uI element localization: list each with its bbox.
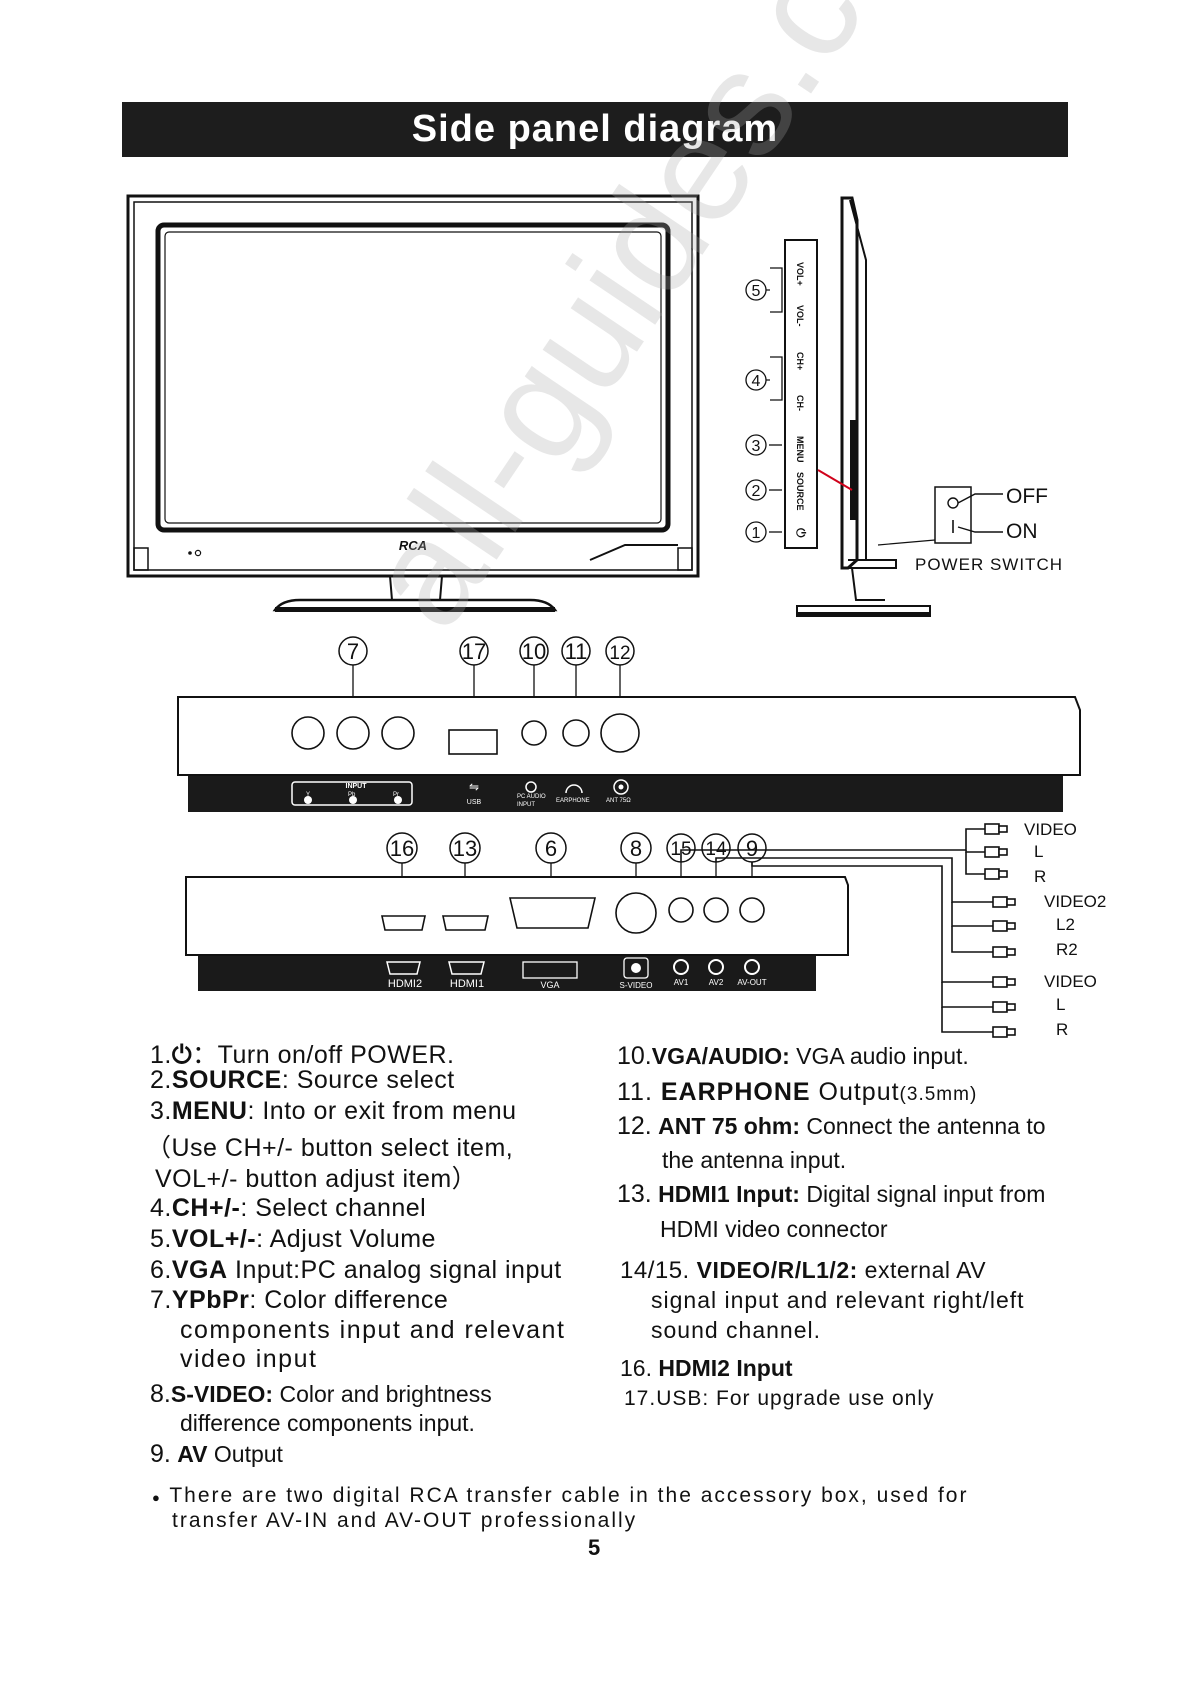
cable-label-l2: L2 <box>1056 915 1075 934</box>
label-pr: Pr <box>393 792 399 798</box>
callout-13: 13 <box>453 836 477 861</box>
callout-11: 11 <box>565 639 588 664</box>
label-ant: ANT 75Ω <box>606 798 631 804</box>
item-7: 7.YPbPr: Color difference <box>150 1286 449 1314</box>
cable-label-r-out: R <box>1056 1020 1068 1039</box>
label-av2: AV2 <box>709 978 724 987</box>
item-2: 2.SOURCE: Source select <box>150 1066 455 1094</box>
label-pc-audio: PC AUDIO <box>517 794 546 800</box>
accessory-note-line-1: ● There are two digital RCA transfer cab… <box>152 1484 969 1507</box>
callout-2: 2 <box>752 483 761 500</box>
label-hdmi2: HDMI2 <box>388 978 422 990</box>
item-13-line-2: HDMI video connector <box>660 1216 888 1242</box>
side-control-strip: VOL+ VOL- CH+ CH- MENU SOURCE ⏻ 5 4 3 2 … <box>745 239 818 549</box>
button-label-vol-plus: VOL+ <box>795 262 805 286</box>
button-label-source: SOURCE <box>795 472 805 511</box>
item-14-15: 14/15. VIDEO/R/L1/2: external AV <box>620 1257 987 1284</box>
callout-1: 1 <box>752 525 761 542</box>
item-4: 4.CH+/-: Select channel <box>150 1194 427 1222</box>
cable-label-l-out: L <box>1056 995 1065 1014</box>
callout-3: 3 <box>752 438 761 455</box>
callout-16: 16 <box>390 836 414 861</box>
label-avout: AV-OUT <box>737 978 766 987</box>
item-5: 5.VOL+/-: Adjust Volume <box>150 1225 436 1253</box>
button-label-ch-plus: CH+ <box>795 352 805 370</box>
item-13: 13. HDMI1 Input: Digital signal input fr… <box>617 1180 1046 1208</box>
power-icon: ⏻ <box>171 1041 193 1069</box>
button-label-power: ⏻ <box>794 528 808 538</box>
label-svideo: S-VIDEO <box>620 981 653 990</box>
callout-12: 12 <box>609 643 630 664</box>
item-1: 1.⏻：Turn on/off POWER. <box>150 1041 455 1069</box>
tv-brand-logo: RCA <box>399 538 427 553</box>
callout-7: 7 <box>347 639 359 664</box>
power-switch: OFF ON POWER SWITCH <box>877 485 1063 574</box>
bottom-connector-panel: 16 13 6 8 15 14 9 HDMI2 <box>185 832 849 991</box>
item-14-15-line-2: signal input and relevant right/left <box>651 1287 1025 1313</box>
callout-4: 4 <box>752 373 761 390</box>
accessory-note-line-2: transfer AV-IN and AV-OUT professionally <box>172 1509 638 1532</box>
callout-10: 10 <box>522 639 546 664</box>
label-usb: USB <box>467 799 482 806</box>
top-connector-panel: 7 17 10 11 12 INPUT Y Pb Pr ⇋ USB <box>177 636 1081 812</box>
item-11: 11. EARPHONE Output(3.5mm) <box>617 1078 978 1106</box>
label-pc-input: INPUT <box>517 802 535 808</box>
item-12: 12. ANT 75 ohm: Connect the antenna to <box>617 1112 1046 1140</box>
tv-front-view: RCA <box>126 194 700 612</box>
cable-label-video2: VIDEO2 <box>1044 892 1106 911</box>
label-av1: AV1 <box>674 978 689 987</box>
page-number: 5 <box>588 1535 601 1560</box>
button-label-ch-minus: CH- <box>795 395 805 411</box>
item-10: 10.VGA/AUDIO: VGA audio input. <box>617 1042 969 1070</box>
power-off-label: OFF <box>1006 485 1048 508</box>
item-3-line-3: VOL+/- button adjust item） <box>155 1165 478 1193</box>
item-17: 17.USB: For upgrade use only <box>624 1387 935 1410</box>
label-earphone: EARPHONE <box>556 798 590 804</box>
item-6: 6.VGA Input:PC analog signal input <box>150 1256 562 1284</box>
label-pb: Pb <box>348 792 356 798</box>
rca-cables <box>680 823 1016 1038</box>
label-input: INPUT <box>346 783 368 790</box>
tv-side-profile <box>796 196 931 617</box>
item-8-line-2: difference components input. <box>180 1410 475 1436</box>
item-8: 8.S-VIDEO: Color and brightness <box>150 1380 492 1408</box>
cable-label-video: VIDEO <box>1024 820 1077 839</box>
power-switch-label: POWER SWITCH <box>915 555 1063 574</box>
callout-9: 9 <box>746 836 758 861</box>
cable-label-r2: R2 <box>1056 940 1078 959</box>
item-16: 16. HDMI2 Input <box>620 1355 793 1381</box>
label-vga: VGA <box>540 980 559 990</box>
page-title: Side panel diagram <box>122 102 1068 157</box>
cable-label-l: L <box>1034 842 1043 861</box>
label-y: Y <box>306 792 310 798</box>
earphone-icon <box>565 784 583 794</box>
item-3: 3.MENU: Into or exit from menu <box>150 1097 517 1125</box>
button-label-menu: MENU <box>795 436 805 463</box>
item-9: 9. AV Output <box>150 1440 283 1468</box>
cable-label-video-out: VIDEO <box>1044 972 1097 991</box>
callout-5: 5 <box>752 283 761 300</box>
item-12-line-2: the antenna input. <box>662 1147 847 1173</box>
usb-icon: ⇋ <box>469 780 479 794</box>
bullet-icon: ● <box>152 1490 162 1505</box>
callout-6: 6 <box>545 836 557 861</box>
callout-8: 8 <box>630 836 642 861</box>
item-14-15-line-3: sound channel. <box>651 1317 822 1343</box>
label-hdmi1: HDMI1 <box>450 978 484 990</box>
item-7-line-2: components input and relevant <box>180 1316 566 1344</box>
item-7-line-3: video input <box>180 1345 318 1373</box>
button-label-vol-minus: VOL- <box>795 305 805 327</box>
callout-17: 17 <box>462 639 486 664</box>
power-on-label: ON <box>1006 520 1038 543</box>
cable-label-r: R <box>1034 867 1046 886</box>
item-3-line-2: （Use CH+/- button select item, <box>146 1134 514 1162</box>
